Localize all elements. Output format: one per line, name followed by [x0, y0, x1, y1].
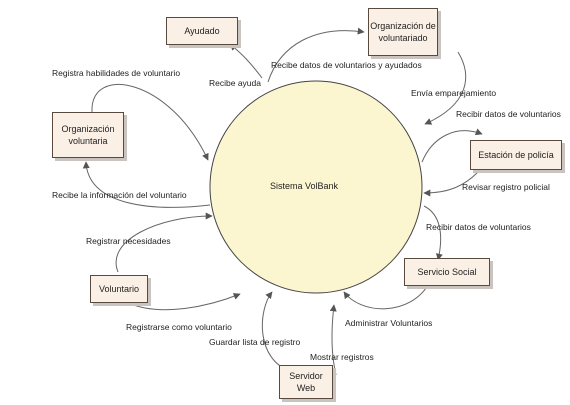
flow-envia-emparejamiento — [424, 51, 467, 125]
entity-voluntario: Voluntario — [90, 275, 148, 303]
flow-recibir-datos-voluntarios-policia — [421, 128, 483, 163]
entity-servicio-social: Servicio Social — [404, 258, 490, 286]
entity-organizacion-voluntaria: Organización voluntaria — [52, 112, 124, 158]
entity-ayudado: Ayudado — [166, 17, 238, 45]
flow-recibe-ayuda — [229, 43, 263, 79]
flow-label-registrarse-como-voluntario: Registrarse como voluntario — [126, 322, 232, 332]
flow-revisar-registro-policial — [423, 171, 479, 197]
entity-estacion-policia: Estación de policía — [470, 140, 562, 170]
entity-servidor-web-label: Servidor Web — [289, 371, 323, 393]
flow-recibir-datos-voluntarios-servicio — [423, 205, 443, 261]
flow-registra-habilidades — [91, 84, 209, 161]
flow-registrarse-como-voluntario — [125, 293, 241, 311]
flow-registrar-necesidades — [115, 212, 213, 273]
flow-label-recibir-datos-voluntarios-servicio: Recibir datos de voluntarios — [426, 222, 531, 232]
flow-label-recibe-datos-voluntarios-ayudados: Recibe datos de voluntarios y ayudados — [271, 60, 422, 70]
flow-label-recibe-informacion-voluntario: Recibe la información del voluntario — [52, 190, 187, 200]
flow-label-revisar-registro-policial: Revisar registro policial — [462, 182, 550, 192]
flow-label-administrar-voluntarios: Administrar Voluntarios — [345, 318, 433, 328]
flow-recibe-informacion-voluntario — [82, 161, 211, 208]
flow-label-registra-habilidades: Registra habilidades de voluntario — [52, 68, 181, 78]
flow-label-guardar-lista-registro: Guardar lista de registro — [209, 337, 301, 347]
system-process-circle — [209, 80, 423, 294]
system-process-label: Sistema VolBank — [270, 181, 339, 191]
flow-label-recibir-datos-voluntarios-policia: Recibir datos de voluntarios — [456, 109, 561, 119]
entity-organizacion-voluntariado: Organización de voluntariado — [368, 8, 438, 56]
flow-label-registrar-necesidades: Registrar necesidades — [86, 236, 171, 246]
flow-label-mostrar-registros: Mostrar registros — [310, 352, 374, 362]
entity-servicio-social-label: Servicio Social — [417, 267, 477, 277]
flow-label-recibe-ayuda: Recibe ayuda — [209, 78, 261, 88]
flow-recibe-datos-voluntarios-ayudados — [267, 27, 365, 83]
flow-administrar-voluntarios — [343, 281, 431, 310]
entity-estacion-policia-label: Estación de policía — [478, 150, 554, 160]
entity-organizacion-voluntaria-label: Organización voluntaria — [61, 124, 115, 146]
entity-voluntario-label: Voluntario — [98, 284, 140, 294]
entity-servidor-web: Servidor Web — [279, 365, 333, 399]
entity-organizacion-voluntariado-label: Organización de voluntariado — [370, 21, 436, 43]
flow-mostrar-registros — [329, 304, 337, 376]
entity-ayudado-label: Ayudado — [184, 26, 220, 36]
flow-guardar-lista-registro — [261, 291, 293, 373]
flow-label-envia-emparejamiento: Envía emparejamiento — [411, 88, 497, 98]
